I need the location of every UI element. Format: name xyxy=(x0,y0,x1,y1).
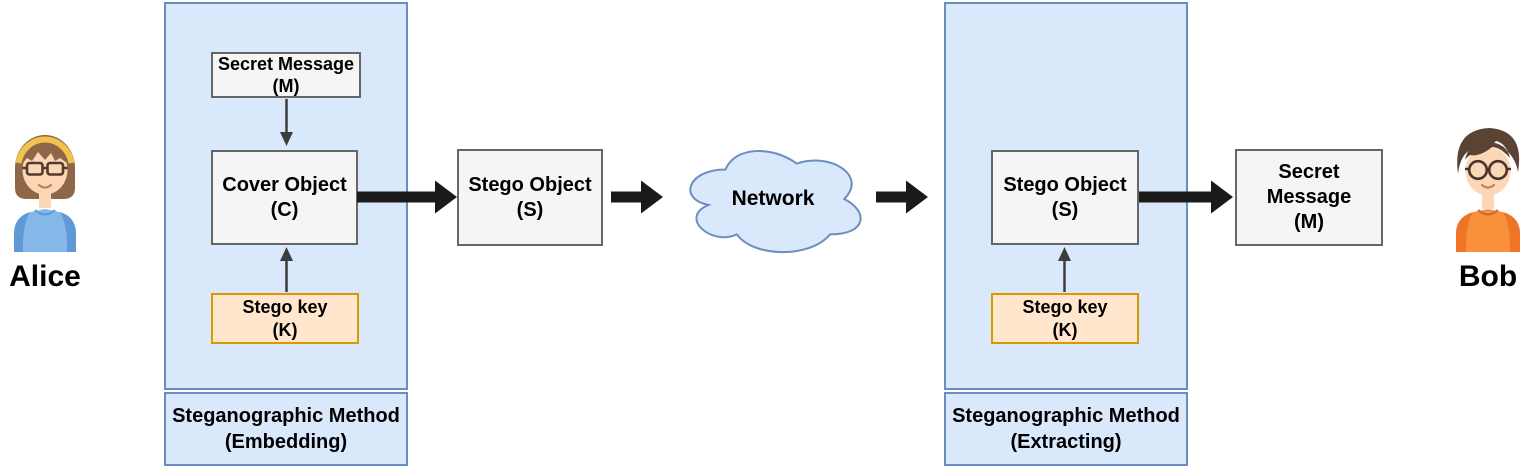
arrow-secret-to-cover xyxy=(280,99,293,146)
extracting-title-line1: Steganographic Method xyxy=(952,405,1180,427)
extracting-title-line2: (Extracting) xyxy=(1010,431,1122,453)
secret-message-box-output: Secret Message (M) xyxy=(1235,149,1383,246)
bob-label: Bob xyxy=(1458,260,1518,293)
stego-key-line2: (K) xyxy=(272,319,298,340)
embedding-title-line2: (Embedding) xyxy=(224,431,348,453)
network-cloud xyxy=(689,150,862,253)
bob-avatar-icon xyxy=(1456,128,1520,252)
cover-object-box: Cover Object (C) xyxy=(211,150,358,245)
secret-message-output-line1: Secret xyxy=(1278,161,1340,183)
secret-message-box-embedding: Secret Message (M) xyxy=(211,52,361,98)
secret-message-line1: Secret Message xyxy=(217,53,355,74)
embedding-title-line1: Steganographic Method xyxy=(172,405,400,427)
stego-key-box-embedding: Stego key (K) xyxy=(211,293,359,344)
stego-object-box-extracting: Stego Object (S) xyxy=(991,150,1139,245)
secret-message-output-line2: Message xyxy=(1266,186,1352,208)
stego-object-extracting-line1: Stego Object xyxy=(1003,173,1127,196)
cover-object-line2: (C) xyxy=(270,198,299,221)
secret-message-output-line3: (M) xyxy=(1294,211,1324,233)
stego-object-transit-line1: Stego Object xyxy=(468,173,592,196)
arrow-network-to-extracting xyxy=(876,180,928,214)
cover-object-line1: Cover Object xyxy=(222,173,347,196)
arrow-key-to-stego-extracting xyxy=(1058,247,1071,292)
stego-object-extracting-line2: (S) xyxy=(1051,198,1079,221)
stego-object-transit-line2: (S) xyxy=(516,198,544,221)
arrow-stego-to-secret xyxy=(1139,180,1233,214)
secret-message-line2: (M) xyxy=(272,76,300,96)
embedding-panel-title: Steganographic Method (Embedding) xyxy=(164,392,408,466)
arrow-key-to-cover xyxy=(280,247,293,292)
actor-alice: Alice xyxy=(2,118,88,294)
stego-key-extracting-line2: (K) xyxy=(1052,319,1078,340)
alice-label: Alice xyxy=(9,260,81,293)
arrow-cover-to-stego xyxy=(357,180,457,214)
stego-key-line1: Stego key xyxy=(242,297,328,317)
stego-key-box-extracting: Stego key (K) xyxy=(991,293,1139,344)
network-label: Network xyxy=(731,187,815,210)
extracting-panel-title: Steganographic Method (Extracting) xyxy=(944,392,1188,466)
arrow-stego-to-network xyxy=(611,180,663,214)
actor-bob: Bob xyxy=(1444,116,1532,294)
stego-key-extracting-line1: Stego key xyxy=(1022,297,1108,317)
stego-object-box-transit: Stego Object (S) xyxy=(457,149,603,246)
alice-avatar-icon xyxy=(14,135,76,252)
